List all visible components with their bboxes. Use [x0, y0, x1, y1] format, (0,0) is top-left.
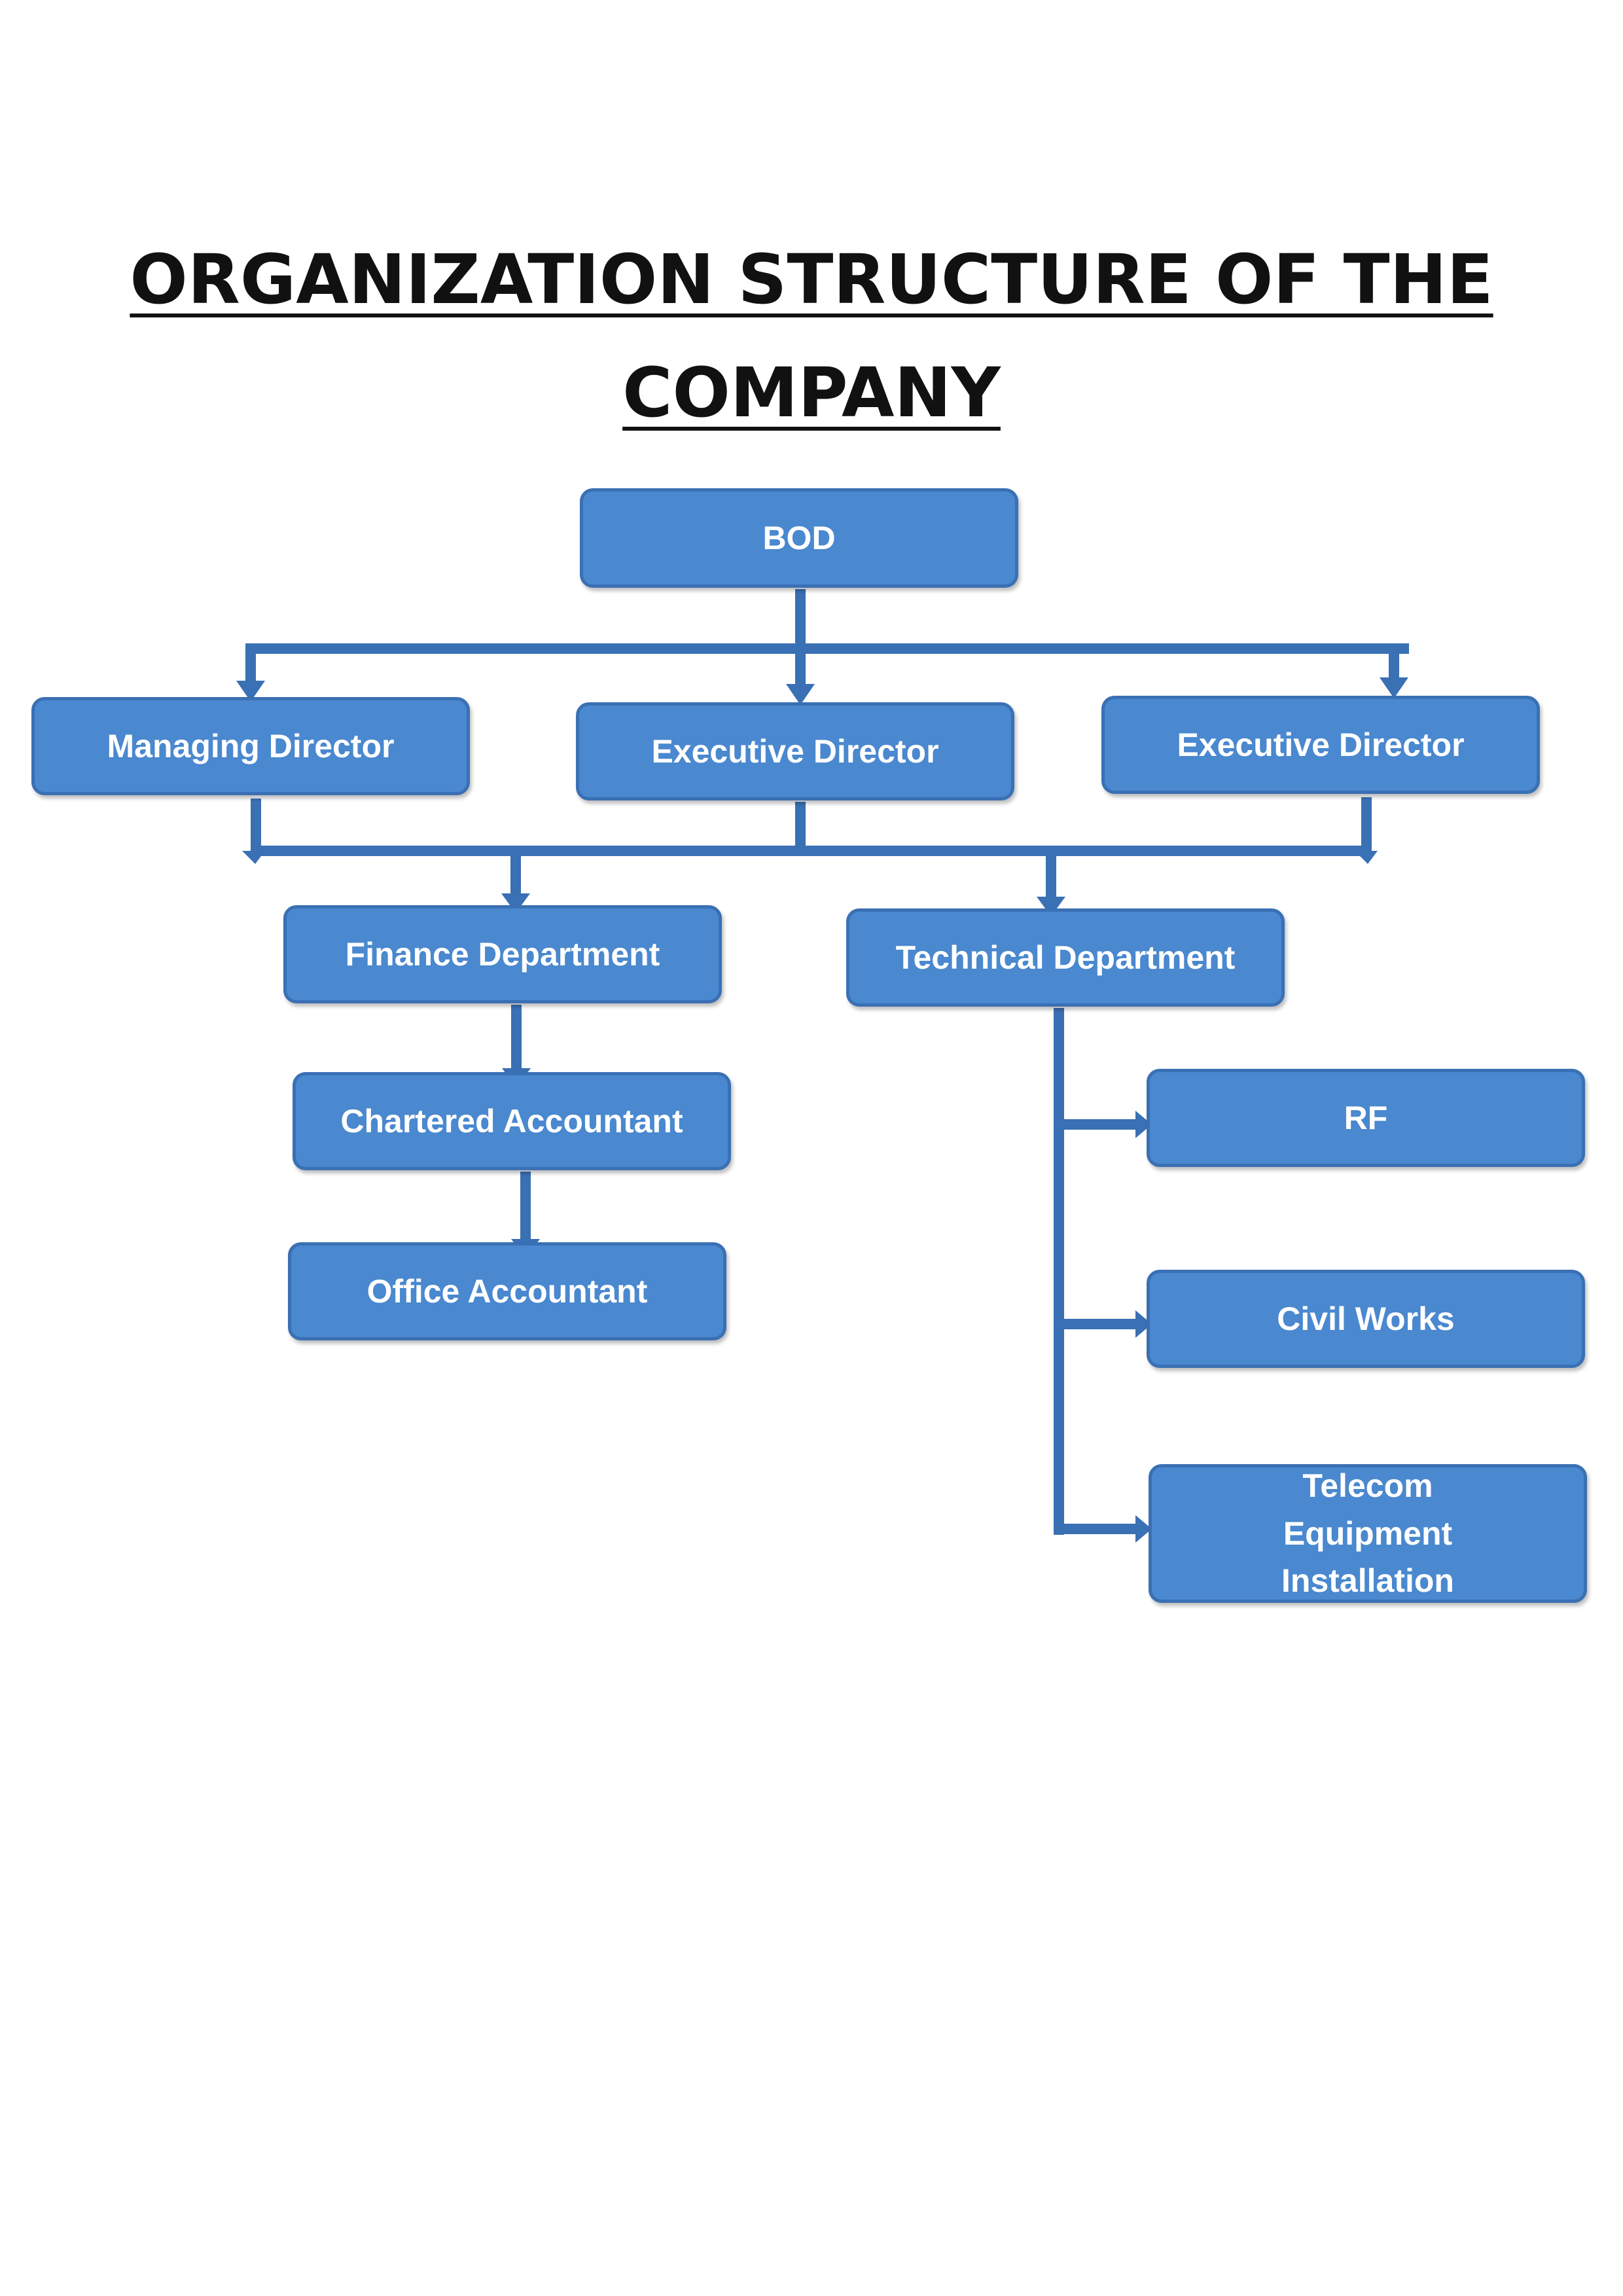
connector-ed2-drop	[1389, 643, 1399, 679]
connector-level1-bar	[245, 643, 1409, 654]
node-telecom-equipment-installation[interactable]: Telecom Equipment Installation	[1149, 1464, 1587, 1603]
connector-md-drop	[245, 643, 256, 683]
node-technical-department[interactable]: Technical Department	[846, 908, 1285, 1007]
connector-ed1-drop	[795, 643, 806, 686]
arrow-to-managing-director	[236, 681, 265, 702]
connector-technical-spine	[1054, 1008, 1064, 1535]
connector-telecom-branch	[1054, 1524, 1139, 1534]
node-chartered-accountant[interactable]: Chartered Accountant	[293, 1072, 731, 1170]
arrow-to-rf	[1135, 1111, 1152, 1138]
connector-technical-drop	[1046, 846, 1056, 901]
node-managing-director[interactable]: Managing Director	[31, 697, 470, 795]
arrow-to-telecom	[1135, 1515, 1152, 1543]
node-finance-department[interactable]: Finance Department	[283, 905, 722, 1003]
arrow-to-executive-director-2	[1380, 677, 1408, 698]
node-executive-director-1[interactable]: Executive Director	[576, 702, 1014, 800]
connector-finance-stem	[511, 1005, 522, 1073]
node-bod[interactable]: BOD	[580, 488, 1018, 588]
connector-finance-drop	[510, 846, 521, 898]
page-title-line-1: ORGANIZATION STRUCTURE OF THE	[130, 240, 1493, 319]
connector-bod-stem	[795, 589, 806, 648]
connector-level2-bar	[251, 846, 1372, 856]
connector-civil-branch	[1054, 1319, 1139, 1329]
node-executive-director-2[interactable]: Executive Director	[1101, 696, 1540, 794]
connector-ca-stem	[520, 1172, 531, 1244]
node-office-accountant[interactable]: Office Accountant	[288, 1242, 726, 1340]
page-title-line-2: COMPANY	[622, 353, 1001, 433]
connector-ed1-stem	[795, 802, 806, 851]
arrow-to-executive-director-1	[786, 684, 815, 705]
arrow-to-finance-department	[501, 893, 530, 913]
arrow-level2-right	[1355, 851, 1378, 864]
arrow-level2-left	[242, 851, 265, 864]
node-civil-works[interactable]: Civil Works	[1147, 1270, 1585, 1368]
connector-rf-branch	[1054, 1119, 1139, 1130]
connector-md-stem	[251, 798, 261, 851]
arrow-to-technical-department	[1037, 897, 1065, 916]
arrow-to-civil-works	[1135, 1310, 1152, 1338]
connector-ed2-stem	[1361, 797, 1372, 851]
node-rf[interactable]: RF	[1147, 1069, 1585, 1167]
